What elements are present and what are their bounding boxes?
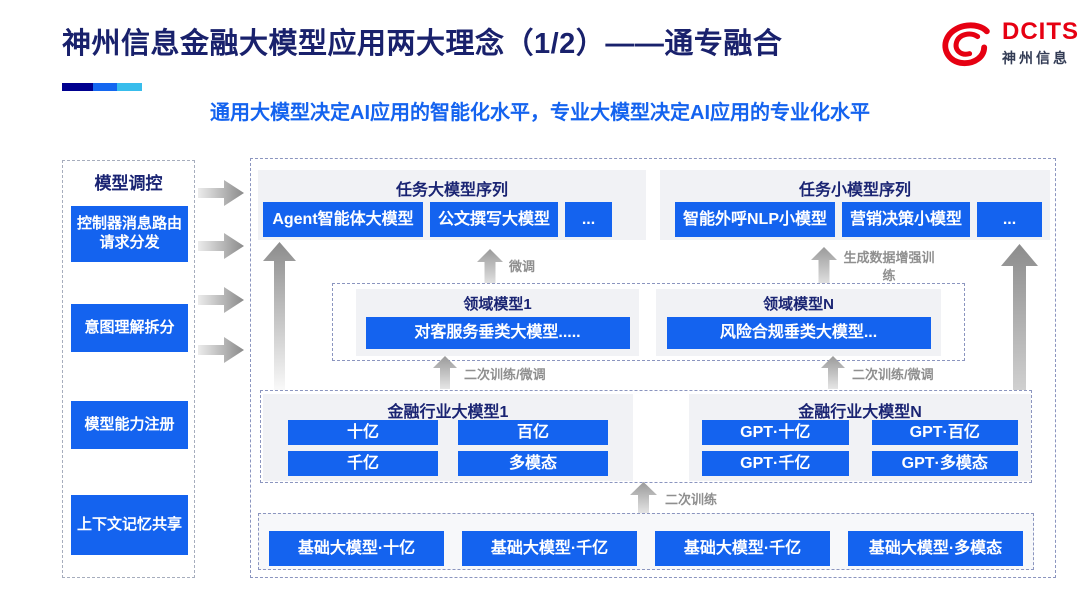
sidebar-item-capability-register: 模型能力注册 (71, 401, 188, 449)
model-box-gpt-1b: GPT·十亿 (702, 420, 849, 445)
accent-bar-segment-navy (62, 83, 93, 91)
right-arrow-icon (198, 180, 244, 206)
sidebar-title: 模型调控 (94, 174, 163, 193)
model-box-base-multimodal: 基础大模型·多模态 (848, 531, 1023, 566)
task-small-title: 任务小模型序列 (798, 182, 911, 199)
domain-model-section: 领域模型1 对客服务垂类大模型..... 领域模型N 风险合规垂类大模型... (332, 283, 965, 361)
model-box-10b: 百亿 (458, 420, 608, 445)
logo-text: DCITS 神州信息 (1002, 20, 1079, 68)
domain-model-1-title: 领域模型1 (463, 296, 532, 313)
up-arrow-icon (630, 482, 657, 514)
domain-model-1: 领域模型1 对客服务垂类大模型..... (356, 289, 639, 356)
model-box-base-100b-2: 基础大模型·千亿 (655, 531, 830, 566)
sidebar-model-control: 模型调控 控制器消息路由请求分发 意图理解拆分 模型能力注册 上下文记忆共享 (62, 160, 195, 578)
tall-up-arrow-icon (263, 242, 296, 391)
up-arrow-icon (811, 247, 837, 287)
industry-model-section: 金融行业大模型1 十亿 百亿 千亿 多模态 金融行业大模型N GPT·十亿 GP… (260, 390, 1032, 483)
base-model-section: 基础大模型·十亿 基础大模型·千亿 基础大模型·千亿 基础大模型·多模态 (258, 513, 1034, 570)
task-small-row: 智能外呼NLP小模型 营销决策小模型 ... (660, 202, 1050, 237)
model-box-100b: 千亿 (288, 451, 438, 476)
sidebar-item-controller-routing: 控制器消息路由请求分发 (71, 206, 188, 262)
label-gen-data-train: 生成数据增强训练 (843, 250, 935, 283)
model-box-ellipsis: ... (565, 202, 612, 237)
model-box-outbound-nlp: 智能外呼NLP小模型 (675, 202, 835, 237)
industry-model-1: 金融行业大模型1 十亿 百亿 千亿 多模态 (263, 394, 633, 481)
right-arrow-icon (198, 233, 244, 259)
subtitle: 通用大模型决定AI应用的智能化水平，专业大模型决定AI应用的专业化水平 (210, 102, 870, 124)
model-box-1b: 十亿 (288, 420, 438, 445)
model-box-risk-compliance: 风险合规垂类大模型... (666, 317, 931, 349)
model-box-base-1b: 基础大模型·十亿 (269, 531, 444, 566)
label-finetune: 微调 (509, 259, 536, 274)
model-box-doc-writing: 公文撰写大模型 (430, 202, 558, 237)
logo-brand-cn: 神州信息 (1002, 50, 1070, 66)
model-box-gpt-100b: GPT·千亿 (702, 451, 849, 476)
label-retrain-finetune-right: 二次训练/微调 (852, 367, 934, 382)
right-arrow-icon (198, 337, 244, 363)
industry-model-1-title: 金融行业大模型1 (387, 404, 509, 421)
task-large-title: 任务大模型序列 (395, 182, 508, 199)
model-box-multimodal: 多模态 (458, 451, 608, 476)
up-arrow-icon (433, 356, 457, 389)
main-architecture-container (250, 158, 1056, 578)
accent-bar (62, 83, 142, 91)
logo: DCITS 神州信息 (938, 20, 1079, 68)
sidebar-item-context-memory: 上下文记忆共享 (71, 495, 188, 555)
task-small-model-section: 任务小模型序列 智能外呼NLP小模型 营销决策小模型 ... (660, 170, 1050, 240)
model-box-base-100b: 基础大模型·千亿 (462, 531, 637, 566)
up-arrow-icon (821, 356, 845, 389)
task-large-row: Agent智能体大模型 公文撰写大模型 ... (258, 202, 646, 237)
model-box-customer-service: 对客服务垂类大模型..... (365, 317, 630, 349)
industry-model-1-grid: 十亿 百亿 千亿 多模态 (288, 420, 608, 476)
model-box-gpt-10b: GPT·百亿 (871, 420, 1018, 445)
label-retrain-finetune-left: 二次训练/微调 (464, 367, 546, 382)
domain-model-n-title: 领域模型N (763, 296, 834, 313)
logo-brand: DCITS (1002, 18, 1079, 45)
right-arrow-icon (198, 287, 244, 313)
task-large-model-section: 任务大模型序列 Agent智能体大模型 公文撰写大模型 ... (258, 170, 646, 240)
tall-up-arrow-icon (1001, 244, 1038, 480)
domain-model-n: 领域模型N 风险合规垂类大模型... (656, 289, 941, 356)
accent-bar-segment-blue (93, 83, 117, 91)
industry-model-n-grid: GPT·十亿 GPT·百亿 GPT·千亿 GPT·多模态 (702, 420, 1018, 476)
model-box-ellipsis: ... (977, 202, 1042, 237)
industry-model-n: 金融行业大模型N GPT·十亿 GPT·百亿 GPT·千亿 GPT·多模态 (689, 394, 1031, 481)
accent-bar-segment-cyan (117, 83, 142, 91)
up-arrow-icon (477, 249, 503, 286)
model-box-marketing-decision: 营销决策小模型 (842, 202, 970, 237)
page-title: 神州信息金融大模型应用两大理念（1/2）——通专融合 (62, 28, 783, 60)
label-retrain: 二次训练 (665, 492, 718, 507)
industry-model-n-title: 金融行业大模型N (798, 404, 922, 421)
dcits-swirl-icon (942, 22, 990, 67)
sidebar-item-intent-split: 意图理解拆分 (71, 304, 188, 352)
model-box-agent: Agent智能体大模型 (263, 202, 423, 237)
model-box-gpt-multimodal: GPT·多模态 (871, 451, 1018, 476)
